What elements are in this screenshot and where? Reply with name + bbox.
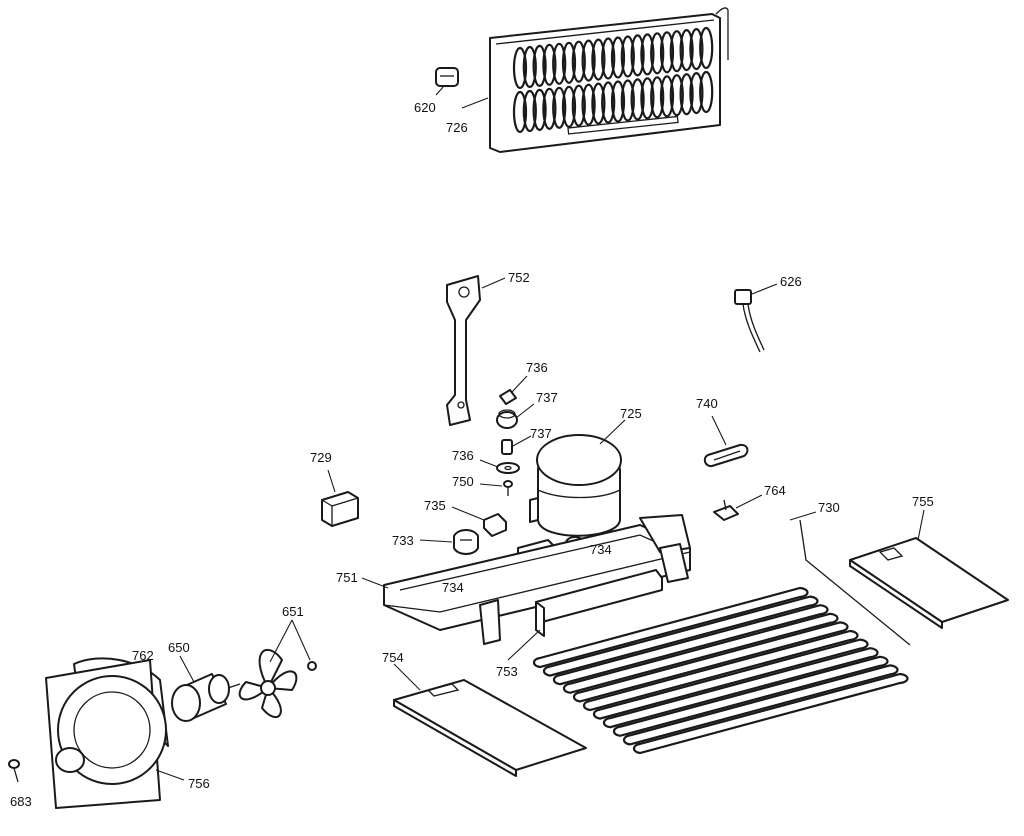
- washer-736-lower: [496, 462, 520, 474]
- label-751: 751: [336, 570, 358, 585]
- label-752: 752: [508, 270, 530, 285]
- bracket-752: [446, 275, 481, 426]
- label-733: 733: [392, 533, 414, 548]
- rail-753: [535, 569, 663, 637]
- label-754: 754: [382, 650, 404, 665]
- base-pan-751: [383, 514, 691, 645]
- label-764: 764: [764, 483, 786, 498]
- relay-clip-740: [703, 443, 749, 468]
- clip-764: [713, 499, 739, 521]
- power-cord-626: [734, 289, 765, 353]
- grommet-736-upper: [499, 389, 517, 405]
- bolt-750: [503, 480, 513, 496]
- screw-683: [8, 759, 20, 783]
- label-734-left: 734: [442, 580, 464, 595]
- label-651: 651: [282, 604, 304, 619]
- fan-motor-650: [171, 673, 241, 722]
- part-labels: 620 726 752 626 736 737 725 740 737 736 …: [10, 100, 934, 809]
- label-737-lower: 737: [530, 426, 552, 441]
- label-750: 750: [452, 474, 474, 489]
- label-626: 626: [780, 274, 802, 289]
- condenser-730: [532, 519, 911, 755]
- label-729: 729: [310, 450, 332, 465]
- label-736-lower: 736: [452, 448, 474, 463]
- label-737-upper: 737: [536, 390, 558, 405]
- capacitor-729: [321, 491, 359, 527]
- label-740: 740: [696, 396, 718, 411]
- panel-754: [393, 679, 587, 777]
- overload-733: [453, 529, 479, 555]
- label-755: 755: [912, 494, 934, 509]
- label-620: 620: [414, 100, 436, 115]
- spacer-737-lower: [501, 439, 513, 455]
- label-683: 683: [10, 794, 32, 809]
- label-735: 735: [424, 498, 446, 513]
- bracket-735: [483, 513, 507, 537]
- label-756: 756: [188, 776, 210, 791]
- fan-housing-756: [45, 659, 167, 809]
- evaporator-coil-726: [489, 7, 729, 153]
- fan-blade-651: [238, 649, 317, 719]
- label-725: 725: [620, 406, 642, 421]
- clip-620: [435, 67, 459, 87]
- label-650: 650: [168, 640, 190, 655]
- label-730: 730: [818, 500, 840, 515]
- grommet-737-upper: [496, 409, 518, 429]
- label-762: 762: [132, 648, 154, 663]
- label-753: 753: [496, 664, 518, 679]
- label-736-upper: 736: [526, 360, 548, 375]
- label-734-right: 734: [590, 542, 612, 557]
- panel-755: [849, 537, 1009, 629]
- label-726: 726: [446, 120, 468, 135]
